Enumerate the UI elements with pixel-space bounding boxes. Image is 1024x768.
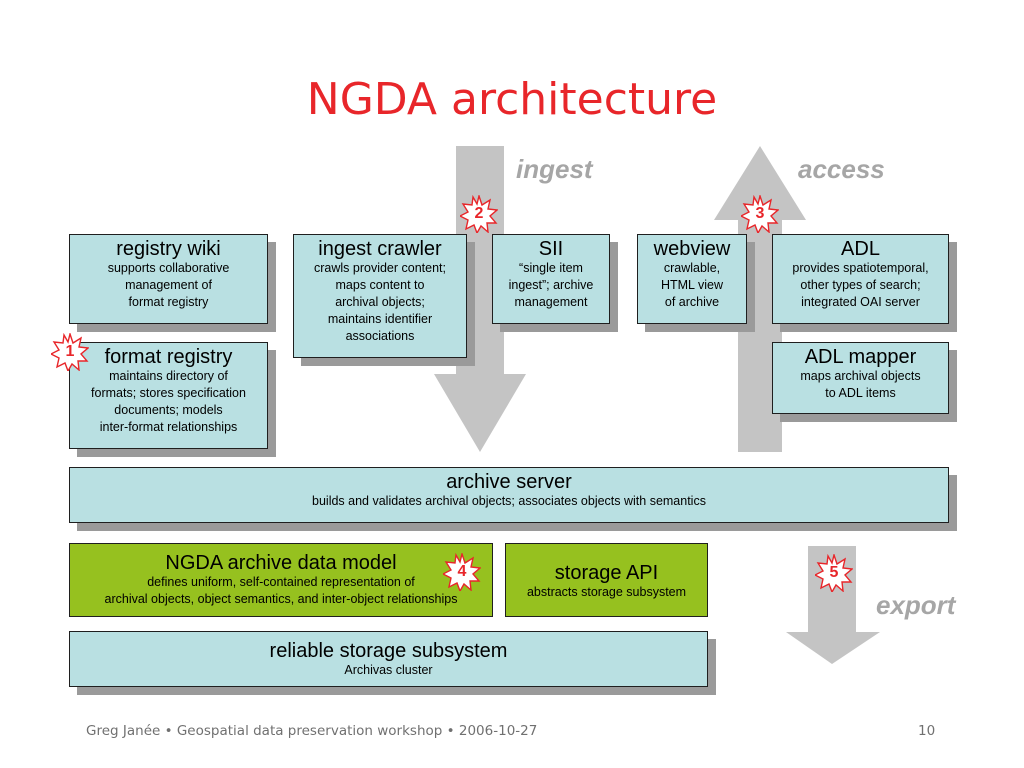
starburst-icon	[460, 195, 498, 233]
badge-1-number: 1	[65, 343, 75, 360]
registry-wiki-box: registry wiki supports collaborative man…	[69, 234, 268, 324]
slide-title: NGDA architecture	[306, 74, 718, 125]
badge-4: 4	[443, 553, 481, 591]
starburst-icon	[741, 195, 779, 233]
format-registry-box: format registry maintains directory of f…	[69, 342, 268, 449]
badge-5-number: 5	[829, 564, 839, 581]
badge-3-number: 3	[755, 205, 765, 222]
data-model-box: NGDA archive data model defines uniform,…	[69, 543, 493, 617]
badge-4-number: 4	[457, 563, 467, 580]
data-model-desc: defines uniform, self-contained represen…	[104, 575, 458, 606]
format-registry-title: format registry	[104, 346, 233, 368]
starburst-icon	[443, 553, 481, 591]
ingest-arrow	[434, 146, 526, 452]
storage-subsystem-title: reliable storage subsystem	[269, 640, 508, 662]
archive-server-title: archive server	[446, 471, 572, 493]
archive-server-desc: builds and validates archival objects; a…	[312, 494, 706, 508]
webview-title: webview	[653, 238, 731, 260]
data-model-title: NGDA archive data model	[165, 552, 397, 574]
export-label: export	[876, 590, 956, 620]
badge-5: 5	[815, 554, 853, 592]
access-arrow	[714, 146, 806, 452]
webview-box: webview crawlable, HTML view of archive	[637, 234, 747, 324]
sii-box: SII “single item ingest”; archive manage…	[492, 234, 610, 324]
webview-desc: crawlable, HTML view of archive	[660, 261, 724, 309]
export-arrow	[786, 546, 880, 664]
starburst-icon	[51, 333, 89, 371]
sii-title: SII	[538, 238, 564, 260]
badge-2: 2	[460, 195, 498, 233]
ingest-label: ingest	[516, 154, 593, 184]
badge-1: 1	[51, 333, 89, 371]
page-number: 10	[918, 723, 936, 739]
sii-desc: “single item ingest”; archive management	[508, 261, 594, 309]
storage-api-desc: abstracts storage subsystem	[526, 585, 687, 599]
storage-api-box: storage API abstracts storage subsystem	[505, 543, 708, 617]
badge-2-number: 2	[474, 205, 484, 222]
registry-wiki-title: registry wiki	[116, 238, 221, 260]
footer-credit: Greg Janée • Geospatial data preservatio…	[86, 723, 538, 739]
ingest-crawler-title: ingest crawler	[318, 238, 442, 260]
adl-mapper-box: ADL mapper maps archival objects to ADL …	[772, 342, 949, 414]
adl-title: ADL	[841, 238, 880, 260]
adl-desc: provides spatiotemporal, other types of …	[792, 261, 929, 309]
access-label: access	[798, 154, 885, 184]
adl-box: ADL provides spatiotemporal, other types…	[772, 234, 949, 324]
badge-3: 3	[741, 195, 779, 233]
adl-mapper-title: ADL mapper	[804, 346, 917, 368]
adl-mapper-desc: maps archival objects to ADL items	[800, 369, 921, 400]
starburst-icon	[815, 554, 853, 592]
storage-api-title: storage API	[554, 562, 659, 584]
format-registry-desc: maintains directory of formats; stores s…	[91, 369, 246, 434]
storage-subsystem-box: reliable storage subsystem Archivas clus…	[69, 631, 708, 687]
ingest-crawler-desc: crawls provider content; maps content to…	[313, 261, 446, 343]
storage-subsystem-desc: Archivas cluster	[344, 663, 433, 677]
archive-server-box: archive server builds and validates arch…	[69, 467, 949, 523]
ingest-crawler-box: ingest crawler crawls provider content; …	[293, 234, 467, 358]
registry-wiki-desc: supports collaborative management of for…	[107, 261, 230, 309]
